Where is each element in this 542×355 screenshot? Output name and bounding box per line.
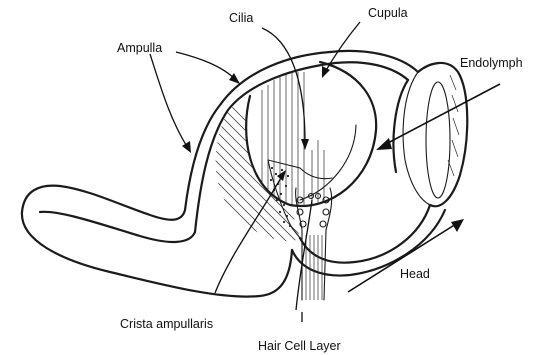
cupula-label: Cupula [368,6,408,20]
cilia-leader [262,28,309,150]
head-motion-arrow [348,219,464,292]
cilia-strands [262,72,324,208]
ampulla-label: Ampulla [117,41,162,55]
ampulla-wall [292,51,445,276]
semicircular-canal-left-loop [22,52,335,297]
ampulla-leaders [150,52,240,153]
hair-cell-layer-label: Hair Cell Layer [258,339,341,353]
endolymph-label: Endolymph [460,56,523,70]
cupula [246,62,376,206]
crista-ampullaris-label: Crista ampullaris [120,317,213,331]
ampulla-hatching [215,90,300,285]
crista-ampullaris-leader [215,170,286,293]
head-label: Head [400,267,430,281]
cilia-label: Cilia [229,11,253,25]
